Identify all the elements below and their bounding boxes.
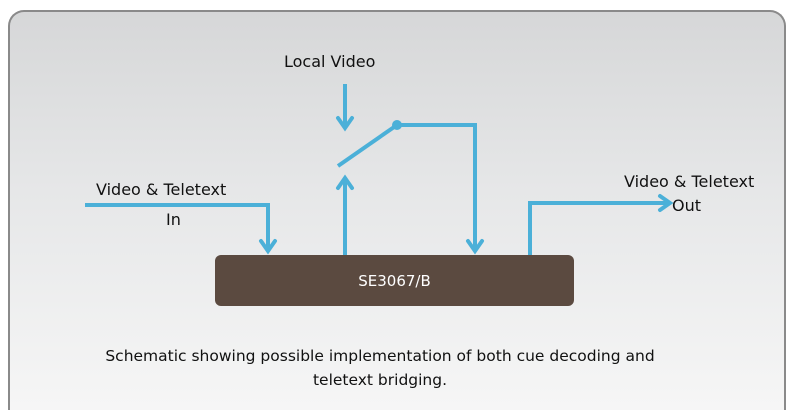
chip-label: SE3067/B [358, 271, 431, 290]
diagram-caption: Schematic showing possible implementatio… [105, 347, 655, 389]
input-in-label: In [166, 210, 181, 229]
schematic-diagram [85, 84, 674, 255]
diagram-panel: Local Video Video & Teletext In Video & … [8, 10, 786, 410]
chip-to-switch-arrow [336, 174, 354, 255]
output-out-label: Out [672, 196, 702, 215]
local-video-label: Local Video [284, 52, 376, 71]
chip-block: SE3067/B [215, 255, 574, 306]
switch-to-chip-wire [397, 123, 484, 255]
output-wire [528, 194, 674, 255]
input-label: Video & Teletext [96, 180, 227, 199]
output-label: Video & Teletext [624, 172, 755, 191]
local-video-arrow [336, 84, 354, 132]
input-wire [85, 203, 277, 255]
